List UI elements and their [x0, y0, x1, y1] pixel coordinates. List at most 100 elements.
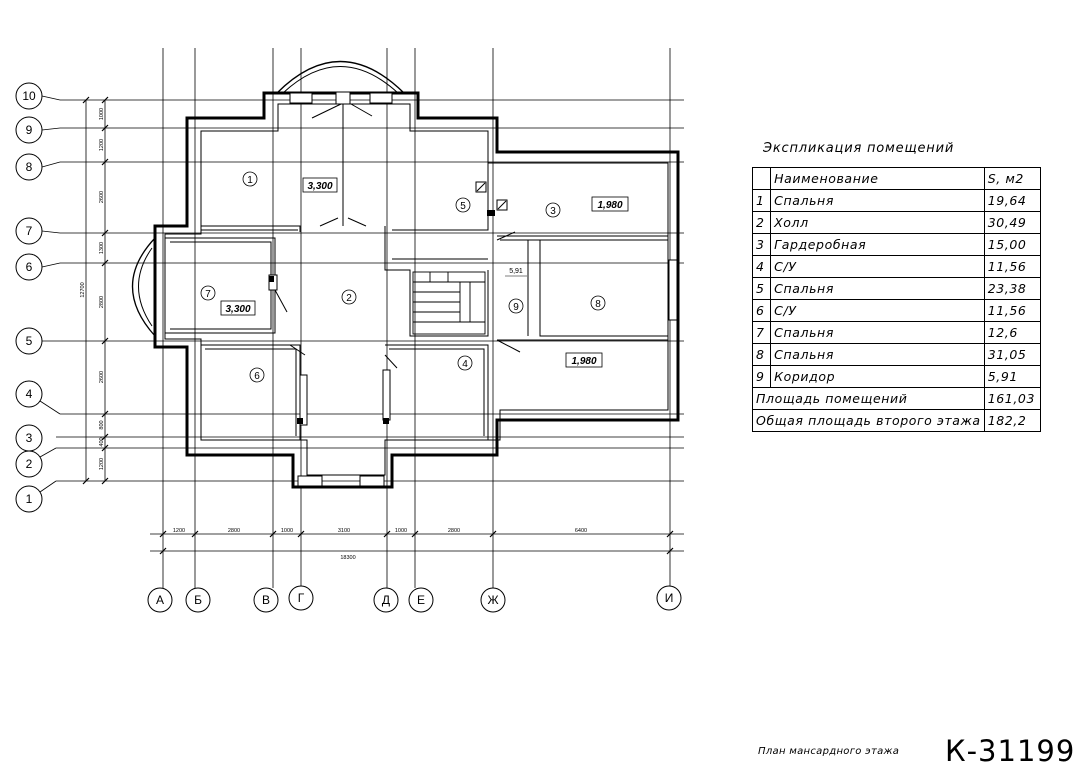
- windows: [268, 91, 678, 487]
- axis-bubble-B: Б: [185, 587, 211, 613]
- room-area: 15,00: [983, 233, 1041, 256]
- row-axis-bubbles: 10 9 8 7 6 5 4 3 2 1: [15, 82, 61, 513]
- row-number: 1: [751, 189, 772, 212]
- svg-text:5: 5: [26, 334, 33, 348]
- column-header-name: Наименование: [770, 167, 985, 190]
- svg-text:1: 1: [247, 175, 253, 186]
- row-number: 7: [751, 321, 772, 344]
- svg-text:12700: 12700: [80, 282, 86, 297]
- table-row: 7 Спальня 12,6: [751, 321, 1041, 344]
- svg-text:4: 4: [26, 387, 33, 401]
- axis-bubble-5: 5: [15, 327, 60, 355]
- svg-text:1000: 1000: [395, 528, 407, 534]
- svg-text:Б: Б: [194, 593, 202, 607]
- svg-text:6: 6: [26, 260, 33, 274]
- svg-text:4: 4: [462, 359, 468, 370]
- row-number: 6: [751, 299, 772, 322]
- row-number: 2: [751, 211, 772, 234]
- room-9-marker: 9: [508, 298, 524, 314]
- svg-text:2600: 2600: [99, 371, 105, 383]
- room-area: 31,05: [983, 343, 1041, 366]
- table-header-row: Наименование S, м2: [751, 167, 1041, 190]
- svg-text:2: 2: [26, 457, 33, 471]
- room-name: Коридор: [770, 365, 985, 388]
- svg-text:2800: 2800: [99, 296, 105, 308]
- room-name: Спальня: [770, 321, 985, 344]
- room-name: Спальня: [770, 343, 985, 366]
- room-1-marker: 1: [242, 171, 258, 187]
- table-row: 9 Коридор 5,91: [751, 365, 1041, 388]
- svg-text:6: 6: [254, 371, 260, 382]
- door-swings: [274, 103, 521, 369]
- svg-text:1300: 1300: [99, 242, 105, 254]
- ceiling-height-tag: 1,980: [591, 196, 629, 212]
- svg-text:3,300: 3,300: [307, 181, 332, 192]
- room-2-marker: 2: [341, 289, 357, 305]
- total-rooms-area: 161,03: [983, 387, 1041, 410]
- svg-text:5: 5: [460, 201, 466, 212]
- svg-text:6400: 6400: [575, 528, 587, 534]
- row-number: 8: [751, 343, 772, 366]
- dimension-labels-bottom: 1200 2800 1000 3100 1000 2800 6400 18300: [173, 528, 587, 561]
- plan-caption: План мансардного этажа: [758, 746, 900, 757]
- axis-bubble-Zh: Ж: [480, 587, 506, 613]
- table-row: 3 Гардеробная 15,00: [751, 233, 1041, 256]
- exterior-walls: [131, 61, 680, 489]
- row-number: 5: [751, 277, 772, 300]
- svg-text:9: 9: [26, 123, 33, 137]
- svg-text:7: 7: [26, 224, 33, 238]
- svg-text:5,91: 5,91: [509, 268, 523, 275]
- room-5-marker: 5: [455, 197, 471, 213]
- axis-bubble-4: 4: [15, 380, 61, 415]
- svg-text:18300: 18300: [340, 555, 355, 561]
- svg-text:А: А: [156, 593, 164, 607]
- svg-text:3: 3: [550, 206, 556, 217]
- room-area: 5,91: [983, 365, 1041, 388]
- axis-bubble-G: Г: [288, 585, 314, 611]
- room-name: Гардеробная: [770, 233, 985, 256]
- axis-bubble-3: 3: [15, 424, 43, 452]
- svg-text:2800: 2800: [228, 528, 240, 534]
- svg-text:1000: 1000: [99, 108, 105, 120]
- svg-text:2800: 2800: [448, 528, 460, 534]
- svg-text:3,300: 3,300: [225, 304, 250, 315]
- ceiling-height-tag: 3,300: [302, 177, 338, 193]
- table-row: 4 С/У 11,56: [751, 255, 1041, 278]
- room-name: С/У: [770, 255, 985, 278]
- grid-lines: [56, 48, 684, 588]
- staircase: [412, 271, 486, 335]
- room-name: Спальня: [770, 189, 985, 212]
- room-area: 11,56: [983, 299, 1041, 322]
- ceiling-height-tag: 3,300: [220, 300, 256, 316]
- svg-text:В: В: [262, 593, 270, 607]
- table-row: 6 С/У 11,56: [751, 299, 1041, 322]
- svg-text:1000: 1000: [281, 528, 293, 534]
- table-cell: [751, 167, 772, 190]
- svg-text:1200: 1200: [99, 139, 105, 151]
- room-6-marker: 6: [249, 367, 265, 383]
- room-area: 11,56: [983, 255, 1041, 278]
- axis-bubble-I: И: [656, 585, 682, 611]
- svg-text:Д: Д: [382, 593, 390, 607]
- svg-text:1200: 1200: [99, 458, 105, 470]
- svg-text:800: 800: [99, 420, 105, 429]
- axis-bubble-10: 10: [15, 82, 61, 110]
- chimney-marks: [475, 181, 508, 211]
- axis-bubble-E: Е: [408, 587, 434, 613]
- svg-text:9: 9: [513, 302, 519, 313]
- axis-bubble-7: 7: [15, 217, 61, 245]
- axis-bubble-D: Д: [373, 587, 399, 613]
- total-floor-label: Общая площадь второго этажа: [752, 409, 985, 432]
- room-3-marker: 3: [545, 202, 561, 218]
- row-number: 9: [751, 365, 772, 388]
- svg-text:Е: Е: [417, 593, 425, 607]
- room-name: С/У: [770, 299, 985, 322]
- axis-bubble-1: 1: [15, 480, 57, 513]
- room-area: 12,6: [983, 321, 1041, 344]
- room-4-marker: 4: [457, 355, 473, 371]
- axis-bubble-2: 2: [15, 447, 57, 478]
- explication-table: Наименование S, м2 1 Спальня 19,64 2 Хол…: [751, 167, 1041, 432]
- room-numbers: 1 2 3 4 5 6 7 8 9: [200, 171, 606, 383]
- room-area: 19,64: [983, 189, 1041, 212]
- svg-text:1,980: 1,980: [571, 356, 596, 367]
